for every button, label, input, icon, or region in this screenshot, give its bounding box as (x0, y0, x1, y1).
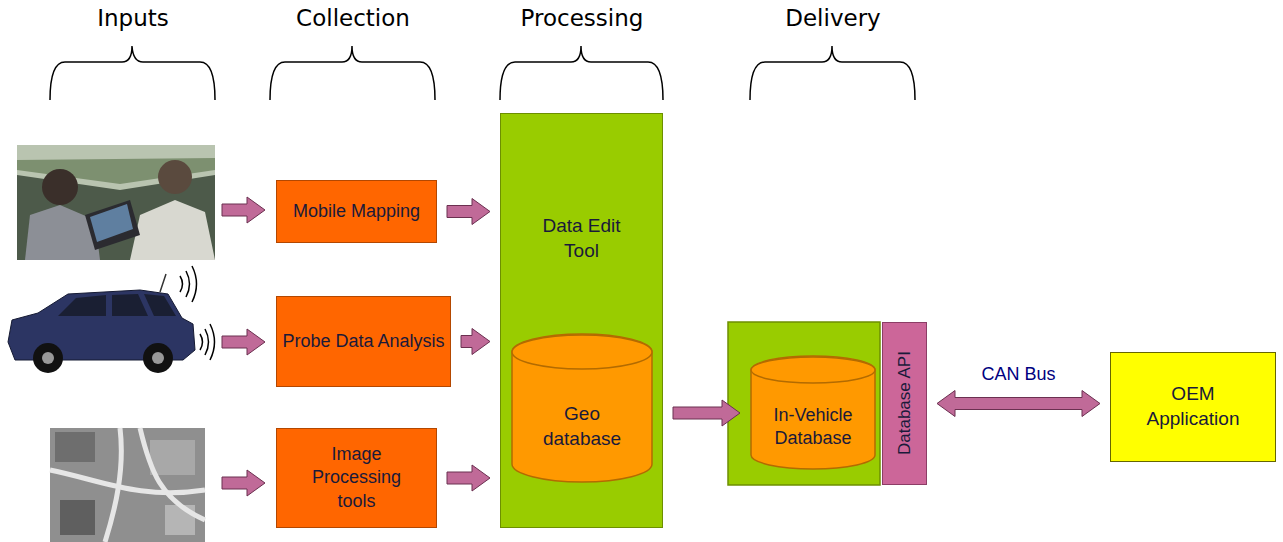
brace (270, 46, 435, 100)
input-arrows (222, 197, 265, 496)
process-box: Probe Data Analysis (276, 296, 451, 387)
aerial-patch (60, 500, 95, 535)
node-label: Probe Data Analysis (282, 330, 444, 353)
aerial-image (50, 428, 205, 542)
flow-arrow (447, 465, 490, 491)
wave (186, 271, 190, 297)
mobile-mapping-photo (17, 145, 215, 260)
api-label: Database API (893, 352, 915, 456)
column-heading: Inputs (97, 5, 169, 31)
application-box: OEM Application (1110, 352, 1276, 462)
wave (192, 266, 197, 302)
input-arrow (222, 329, 265, 355)
process-box: Mobile Mapping (276, 180, 437, 243)
node-label: In-Vehicle Database (750, 404, 876, 451)
process-box: Image Processing tools (276, 428, 437, 528)
database-cylinder: Geo database (511, 334, 653, 483)
hub (152, 352, 164, 364)
database-cylinder: In-Vehicle Database (750, 356, 876, 470)
car-window (58, 295, 106, 316)
node-label: Mobile Mapping (293, 200, 420, 223)
road (140, 428, 205, 520)
aerial-patch (165, 505, 195, 535)
node-label: Geo database (532, 402, 632, 451)
delivery-panel (728, 322, 880, 485)
road (105, 428, 121, 542)
photo-ground (17, 145, 215, 260)
aerial-ground (50, 428, 205, 542)
wave (180, 276, 183, 292)
wheel (33, 343, 63, 373)
edit-tool-panel: Geo database Data Edit Tool (500, 113, 663, 528)
signal-waves (180, 266, 215, 360)
column-brace (50, 46, 915, 100)
flow-arrow (461, 329, 490, 355)
node-label: OEM Application (1133, 382, 1253, 431)
laptop (85, 200, 140, 250)
flow-arrow (673, 400, 740, 426)
brace (750, 46, 915, 100)
flow-arrow (937, 391, 1100, 417)
person (25, 205, 100, 260)
wave (205, 329, 209, 355)
node-label: Data Edit Tool (537, 214, 627, 263)
cylinder-body (751, 356, 875, 469)
aerial-roads (50, 428, 205, 542)
column-heading: Delivery (785, 5, 880, 31)
wheel (143, 343, 173, 373)
brace (50, 46, 215, 100)
person-head (158, 160, 192, 194)
api-bar: Database API (882, 322, 927, 485)
laptop-screen (90, 204, 133, 242)
probe-car (8, 266, 215, 373)
person-head (42, 169, 78, 205)
flow-arrow (447, 199, 490, 225)
road (50, 470, 205, 493)
column-heading: Collection (296, 5, 410, 31)
antenna (160, 274, 166, 292)
cylinder-top (512, 335, 652, 369)
hub (42, 352, 54, 364)
person (130, 200, 215, 260)
wave (210, 324, 215, 360)
wave (200, 334, 203, 350)
car-window (112, 294, 148, 316)
input-arrow (222, 197, 265, 223)
brace (500, 46, 663, 100)
bus-label: CAN Bus (978, 364, 1058, 385)
input-arrow (222, 470, 265, 496)
aerial-patch (55, 432, 95, 462)
node-label: Image Processing tools (302, 443, 412, 513)
column-heading: Processing (521, 5, 644, 31)
cylinder-body (512, 334, 652, 482)
aerial-patch (150, 440, 195, 475)
cylinder-top (751, 357, 875, 383)
car-window (144, 294, 176, 316)
